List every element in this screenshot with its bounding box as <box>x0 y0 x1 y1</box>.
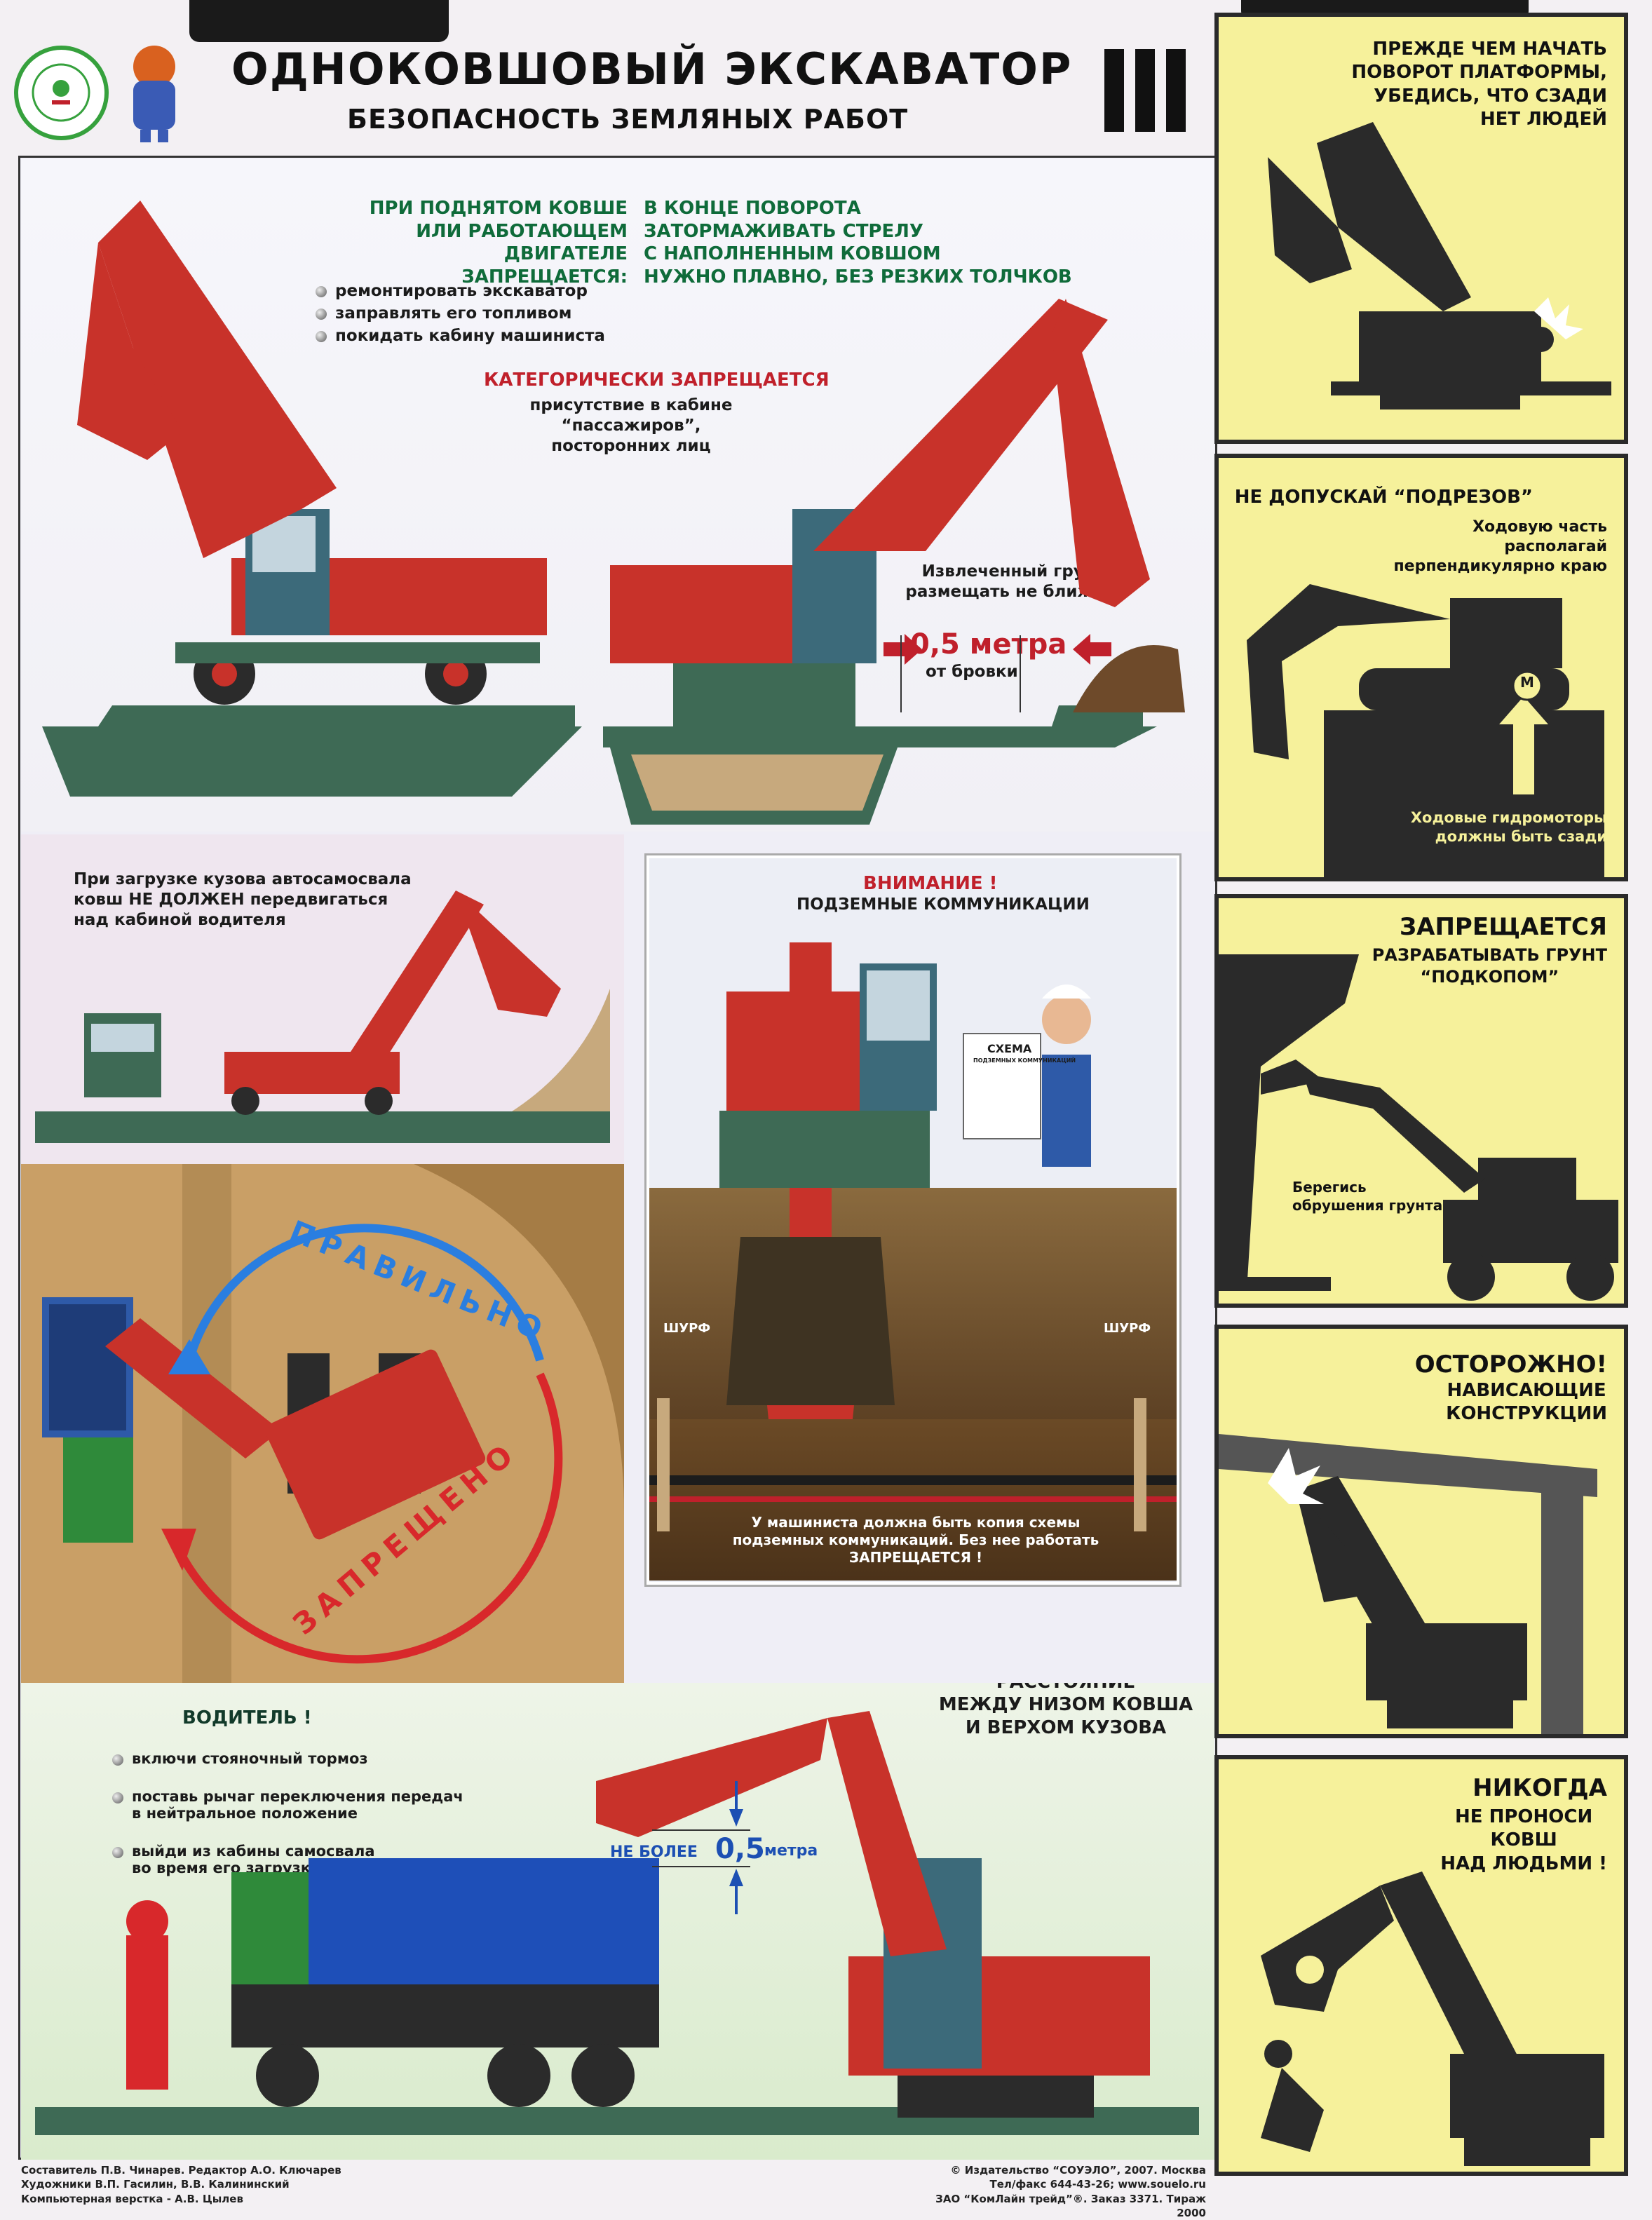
sign-4-excavator-icon <box>1219 1434 1597 1734</box>
sign-2-title: НЕ ДОПУСКАЙ “ПОДРЕЗОВ” <box>1234 487 1533 508</box>
sign-2-text: Ходовую часть располагай перпендикулярно… <box>1393 518 1607 576</box>
clearance-text: СОБЛЮДАЙ РАССТОЯНИЕ МЕЖДУ НИЗОМ КОВША И … <box>938 1683 1193 1738</box>
repair-bullet: заправлять его топливом <box>316 304 605 323</box>
sign-2-bottom: Ходовые гидромоторы должны быть сзади <box>1410 809 1607 845</box>
repair-bullet: ремонтировать экскаватор <box>316 282 605 300</box>
sign-3-title: ЗАПРЕЩАЕТСЯ <box>1399 913 1607 941</box>
driver-bullet: включи стояночный тормоз <box>112 1750 463 1767</box>
credits-right: © Издательство “СОУЭЛО”, 2007. Москва Те… <box>935 2164 1206 2219</box>
soil-distance-value: 0,5 метра <box>910 628 1067 661</box>
mascot-icon <box>133 46 175 142</box>
section-mark <box>1104 49 1189 132</box>
sign-5-text: НЕ ПРОНОСИ КОВШ НАД ЛЮДЬМИ ! <box>1440 1806 1607 1874</box>
passengers-text: присутствие в кабине “пассажиров”, посто… <box>529 396 733 455</box>
sign-no-undermining: ЗАПРЕЩАЕТСЯ РАЗРАБАТЫВАТЬ ГРУНТ “ПОДКОПО… <box>1214 894 1628 1308</box>
sign-4-title: ОСТОРОЖНО! <box>1414 1351 1607 1379</box>
braking-heading: В КОНЦЕ ПОВОРОТА ЗАТОРМАЖИВАТЬ СТРЕЛУ С … <box>644 198 1072 287</box>
loading-scene <box>35 891 610 1143</box>
utilities-warning: У машиниста должна быть копия схемы подз… <box>732 1514 1099 1566</box>
driver-heading: ВОДИТЕЛЬ ! <box>182 1707 312 1728</box>
utilities-scene <box>657 942 1146 1531</box>
logo-emblem <box>14 46 109 140</box>
sign-check-behind: ПРЕЖДЕ ЧЕМ НАЧАТЬ ПОВОРОТ ПЛАТФОРМЫ, УБЕ… <box>1214 13 1628 444</box>
panel-loading-truck: При загрузке кузова автосамосвала ковш Н… <box>21 834 624 1164</box>
attention-title: ВНИМАНИЕ ! <box>863 873 998 894</box>
panel-driver-rules: ВОДИТЕЛЬ ! включи стояночный тормоз пост… <box>21 1683 1214 2160</box>
shurf-left-label: ШУРФ <box>663 1321 711 1336</box>
repair-bullets: ремонтировать экскаватор заправлять его … <box>316 282 605 349</box>
sign-5-title: НИКОГДА <box>1472 1774 1607 1802</box>
sign-2-excavator-icon <box>1247 584 1604 877</box>
sign-4-text: НАВИСАЮЩИЕ КОНСТРУКЦИИ <box>1446 1380 1607 1425</box>
scheme-label: СХЕМА <box>987 1042 1032 1055</box>
panel-underground-utilities: ВНИМАНИЕ ! ПОДЗЕМНЫЕ КОММУНИКАЦИИ СХЕМА … <box>646 855 1179 1585</box>
repair-heading: ПРИ ПОДНЯТОМ КОВШЕ ИЛИ РАБОТАЮЩЕМ ДВИГАТ… <box>369 198 628 287</box>
passengers-heading: КАТЕГОРИЧЕСКИ ЗАПРЕЩАЕТСЯ <box>484 370 830 391</box>
scheme-sublabel: ПОДЗЕМНЫХ КОММУНИКАЦИЙ <box>973 1057 1076 1064</box>
loading-text: При загрузке кузова автосамосвала ковш Н… <box>74 870 412 929</box>
rotation-scene <box>21 1164 624 1683</box>
truck-loading-scene <box>35 1711 1199 2135</box>
page-title: ОДНОКОВШОВЫЙ ЭКСКАВАТОР <box>231 43 1073 95</box>
sign-2-motor-label: М <box>1520 674 1534 691</box>
panel-rotation-direction: ПРАВИЛЬНО ЗАПРЕЩЕНО <box>21 1164 624 1683</box>
shurf-right-label: ШУРФ <box>1104 1321 1151 1336</box>
sign-1-excavator-icon <box>1268 122 1611 410</box>
page-subtitle: БЕЗОПАСНОСТЬ ЗЕМЛЯНЫХ РАБОТ <box>347 104 909 135</box>
sign-overhead-structures: ОСТОРОЖНО! НАВИСАЮЩИЕ КОНСТРУКЦИИ <box>1214 1325 1628 1738</box>
pipe <box>649 1475 1177 1485</box>
driver-bullet: поставь рычаг переключения передач в ней… <box>112 1788 463 1822</box>
driver-bullets: включи стояночный тормоз поставь рычаг п… <box>112 1733 463 1897</box>
poster-clip-left <box>189 0 449 42</box>
sign-3-text: РАЗРАБАТЫВАТЬ ГРУНТ “ПОДКОПОМ” <box>1372 945 1607 987</box>
attention-subtitle: ПОДЗЕМНЫЕ КОММУНИКАЦИИ <box>797 895 1090 914</box>
sign-no-bucket-over-people: НИКОГДА НЕ ПРОНОСИ КОВШ НАД ЛЮДЬМИ ! <box>1214 1755 1628 2176</box>
sign-5-excavator-icon <box>1261 1872 1604 2166</box>
panel-repair-rules: ПРИ ПОДНЯТОМ КОВШЕ ИЛИ РАБОТАЮЩЕМ ДВИГАТ… <box>21 158 1214 832</box>
sign-3-caution: Берегись обрушения грунта <box>1292 1179 1443 1214</box>
clearance-prefix: НЕ БОЛЕЕ <box>610 1843 698 1861</box>
credits-left: Составитель П.В. Чинарев. Редактор А.О. … <box>21 2164 341 2205</box>
pipe <box>649 1496 1177 1502</box>
excavator-scene-1 <box>42 201 1185 825</box>
soil-distance-sub: от бровки <box>926 663 1018 681</box>
sign-1-text: ПРЕЖДЕ ЧЕМ НАЧАТЬ ПОВОРОТ ПЛАТФОРМЫ, УБЕ… <box>1351 39 1607 130</box>
repair-bullet: покидать кабину машиниста <box>316 327 605 345</box>
sign-3-excavator-icon <box>1219 954 1618 1301</box>
clearance-unit: метра <box>764 1842 818 1860</box>
clearance-value: 0,5 <box>715 1833 765 1865</box>
sign-no-undercut: НЕ ДОПУСКАЙ “ПОДРЕЗОВ” Ходовую часть рас… <box>1214 454 1628 881</box>
